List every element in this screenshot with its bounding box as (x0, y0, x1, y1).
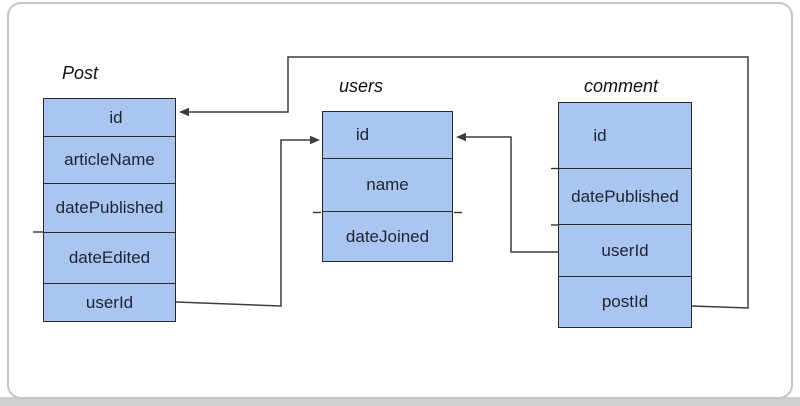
page-bottom-edge (0, 397, 800, 406)
table-row-post-dateedited: dateEdited (44, 232, 175, 283)
table-row-users-name: name (323, 158, 452, 211)
table-row-post-articlename: articleName (44, 136, 175, 183)
table-title-comment: comment (584, 76, 659, 96)
table-row-comment-id: id (593, 125, 607, 145)
table-row-users-id: id (355, 125, 370, 144)
entity-table-users: id name dateJoined (322, 111, 453, 262)
table-title-post: Post (62, 63, 99, 83)
entity-table-comment: id datePublished userId postId (558, 102, 692, 328)
table-title-users: users (339, 76, 384, 96)
table-row-comment-postid: postId (559, 276, 691, 327)
table-row-post-userid: userId (44, 283, 175, 321)
table-row-comment-userid: userId (559, 224, 691, 276)
table-row-post-id: id (109, 107, 123, 127)
table-row-post-datepublished: datePublished (44, 183, 175, 232)
table-row-comment-datepublished: datePublished (559, 168, 691, 224)
table-row-users-datejoined: dateJoined (323, 211, 452, 261)
entity-table-post: id articleName datePublished dateEdited … (43, 98, 176, 322)
